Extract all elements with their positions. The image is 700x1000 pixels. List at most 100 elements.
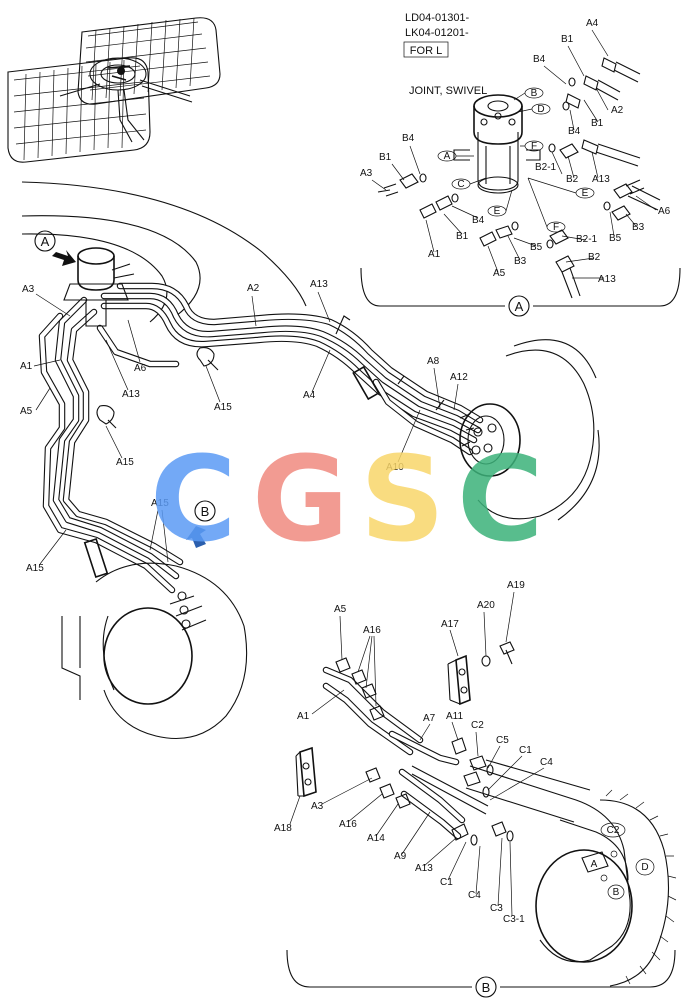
travel-motor-b: C2 D A B: [465, 759, 677, 987]
callout-a14-b: A14: [367, 833, 385, 844]
callout-c5-b: C5: [496, 735, 509, 746]
pipe-clamps: [83, 315, 445, 578]
callout-a2-main: A2: [247, 283, 260, 294]
watermark-letter-s: S: [360, 430, 445, 568]
detail-a-title: JOINT, SWIVEL: [409, 85, 487, 97]
callout-c3-1-b: C3-1: [503, 914, 525, 925]
cgsc-watermark: C G S C: [150, 430, 544, 568]
callout-a13-b: A13: [598, 274, 616, 285]
callout-b1-c: B1: [379, 152, 392, 163]
callout-a18-b: A18: [274, 823, 292, 834]
main-callouts: A3 A1 A5 A6 A13 A2 A13 A15 A4 A8 A12 A10…: [20, 279, 468, 574]
callout-c4-b: C4: [540, 757, 553, 768]
marker-arrow-b: B: [186, 500, 216, 548]
callout-a3-b: A3: [311, 801, 324, 812]
callout-a3-main: A3: [22, 284, 35, 295]
detail-b-bracket-left: [286, 949, 472, 988]
callout-a6-main: A6: [134, 363, 147, 374]
detail-a-swivel-joint: JOINT, SWIVEL B D A C F E: [360, 18, 681, 317]
callout-b1: B1: [561, 34, 574, 45]
port-d-label: D: [537, 104, 544, 115]
callout-a13: A13: [592, 174, 610, 185]
port-b-label: B: [531, 88, 538, 99]
marker-arrow-a: A: [34, 230, 76, 266]
swivel-joint-main: [63, 247, 135, 327]
callout-b2: B2: [566, 174, 579, 185]
frame-arc-inner: [21, 215, 201, 317]
detail-b-marker-circle: [475, 976, 497, 998]
fitting-group-top: [548, 57, 661, 221]
model-code-2: LK04-01201-: [405, 27, 469, 39]
watermark-letter-g: G: [252, 430, 349, 568]
port-d-b-label: D: [641, 862, 648, 873]
callout-b1-b: B1: [591, 118, 604, 129]
callout-a3: A3: [360, 168, 373, 179]
callout-a9-b: A9: [394, 851, 407, 862]
callout-a20-b: A20: [477, 600, 495, 611]
detail-b-travel-motor-piping: C2 D A B: [274, 580, 677, 998]
detail-a-bracket-right: [533, 267, 681, 307]
callout-b5: B5: [609, 233, 622, 244]
callout-b4-d: B4: [472, 215, 485, 226]
detail-a-callouts: A4 B1 B4 A2 B1 B4 B4 B1 A3 B2-1 B2 A13 A…: [360, 18, 671, 285]
callout-a12-main: A12: [450, 372, 468, 383]
arrow-a-icon: [52, 250, 76, 266]
callout-b2-b: B2: [588, 252, 601, 263]
port-e-label: E: [582, 188, 589, 199]
callout-a15-main-b: A15: [116, 457, 134, 468]
pipe-bundle: [38, 282, 484, 594]
callout-a4: A4: [586, 18, 599, 29]
callout-b3-b: B3: [514, 256, 527, 267]
callout-a4-main: A4: [303, 390, 316, 401]
callout-a15-main-d: A15: [26, 563, 44, 574]
callout-a15-main-c: A15: [151, 498, 169, 509]
callout-b2-1: B2-1: [535, 162, 557, 173]
callout-c1-b: C1: [519, 745, 532, 756]
callout-a5: A5: [493, 268, 506, 279]
fitting-group-left: [377, 173, 581, 299]
callout-a17-b: A17: [441, 619, 459, 630]
detail-a-marker: A: [515, 299, 524, 314]
port-c2-label: C2: [607, 825, 620, 836]
callout-b2-1-b: B2-1: [576, 234, 598, 245]
detail-a-bracket-left: [360, 267, 505, 307]
callout-a16-b-2: A16: [339, 819, 357, 830]
port-f-label: F: [531, 141, 537, 152]
frame-arc-outer: [21, 181, 307, 307]
callout-c3-b: C3: [490, 903, 503, 914]
callout-b1-d: B1: [456, 231, 469, 242]
callout-a15-main: A15: [214, 402, 232, 413]
callout-a10-main: A10: [386, 462, 404, 473]
swivel-joint-dot: [117, 67, 125, 75]
watermark-letter-c2: C: [457, 430, 544, 568]
callout-a2: A2: [611, 105, 624, 116]
arrow-b-icon: [186, 526, 206, 548]
detail-b-pipes: [322, 666, 489, 840]
callout-b3: B3: [632, 222, 645, 233]
callout-b4: B4: [533, 54, 546, 65]
travel-motor-right: [459, 339, 600, 521]
callout-a5-main: A5: [20, 406, 33, 417]
main-marker-b: B: [201, 504, 210, 519]
callout-b5-b: B5: [530, 242, 543, 253]
port-a-b-label: A: [591, 859, 598, 870]
detail-b-marker: B: [482, 980, 491, 995]
watermark-letter-c1: C: [150, 430, 237, 568]
swivel-joint-body: [453, 94, 541, 194]
main-pipe-view: A B A3 A1 A5 A6 A13 A2 A13 A15 A4 A8 A12…: [20, 181, 600, 740]
callout-a1-main: A1: [20, 361, 33, 372]
callout-a13-b: A13: [415, 863, 433, 874]
port-e-lower-label: E: [494, 206, 501, 217]
port-f-lower-label: F: [553, 222, 559, 233]
detail-a-marker-circle: [508, 295, 530, 317]
callout-c4-b-2: C4: [468, 890, 481, 901]
callout-c1-b-2: C1: [440, 877, 453, 888]
callout-a8-main: A8: [427, 356, 440, 367]
callout-a1-b: A1: [297, 711, 310, 722]
callout-a7-b: A7: [423, 713, 436, 724]
callout-c2-b: C2: [471, 720, 484, 731]
port-b-b-label: B: [613, 887, 620, 898]
callout-a13-main-b: A13: [310, 279, 328, 290]
main-marker-a: A: [41, 234, 50, 249]
port-c-label: C: [457, 179, 464, 190]
